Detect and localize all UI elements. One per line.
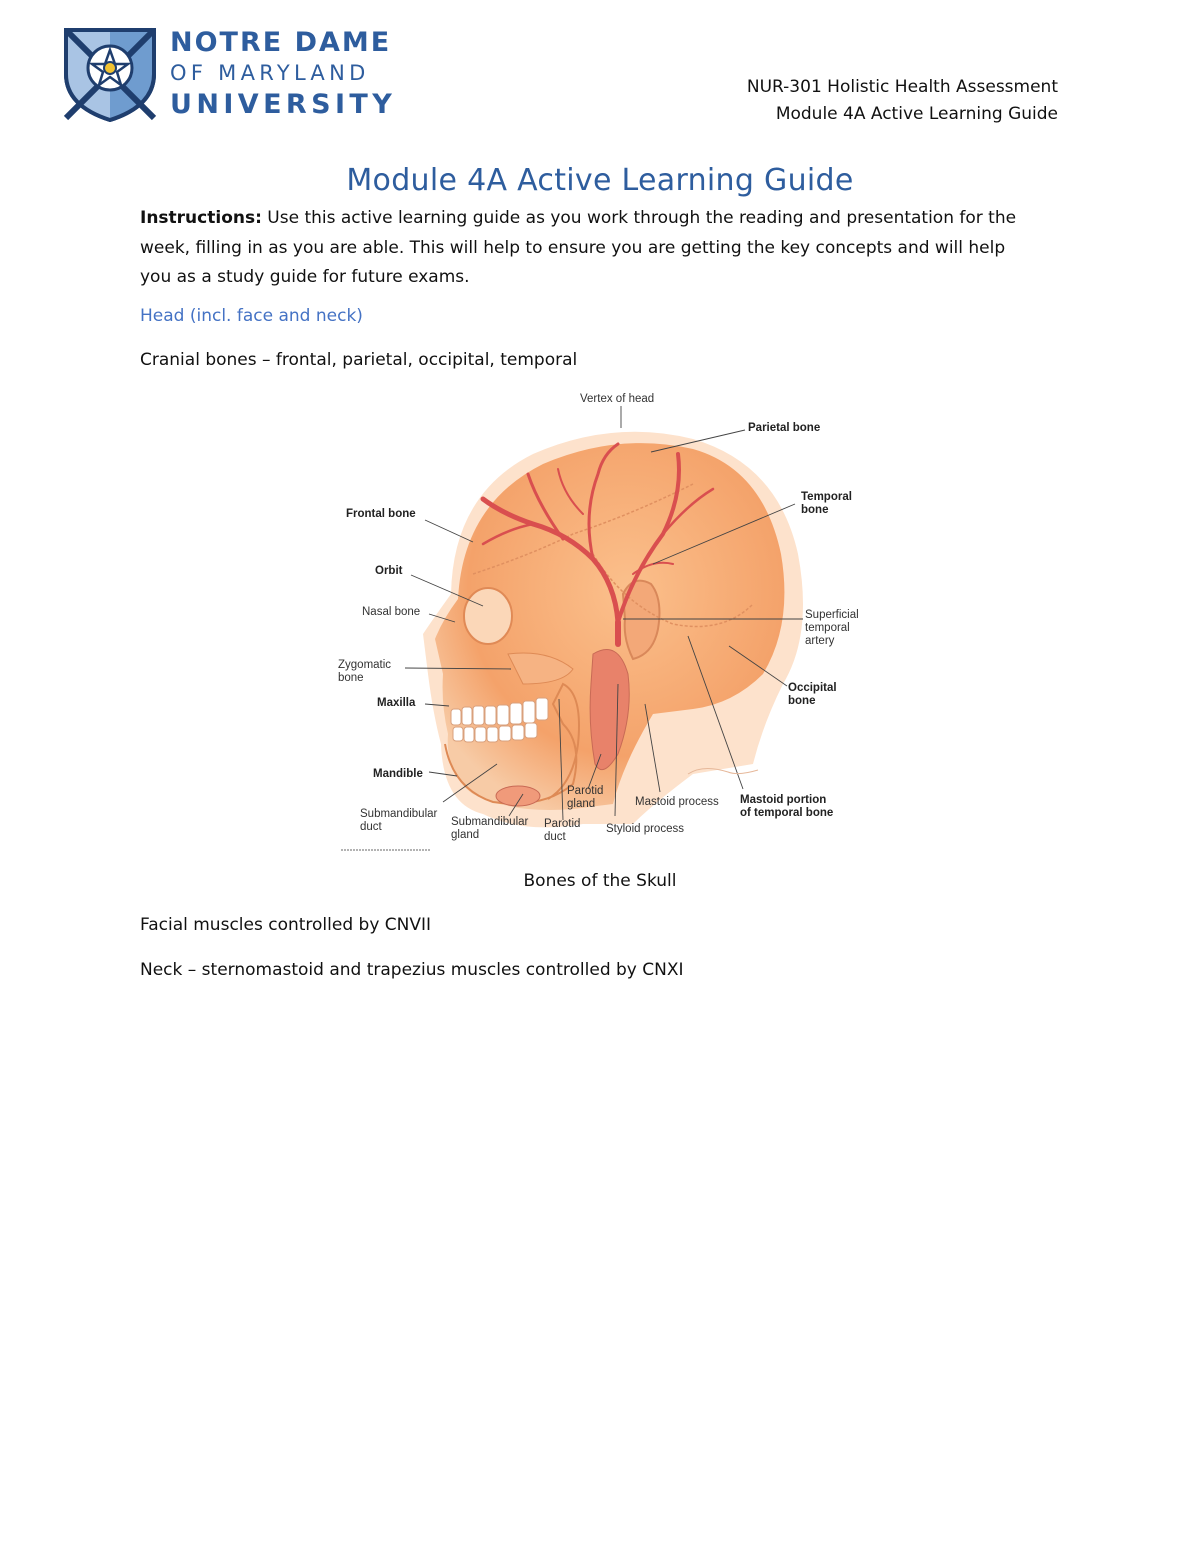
label-frontal-bone: Frontal bone: [346, 508, 416, 520]
label-mastoid-portion: Mastoid portion of temporal bone: [740, 794, 833, 820]
page-title: Module 4A Active Learning Guide: [346, 163, 854, 198]
label-submandibular-gland-line2: gland: [451, 829, 480, 841]
shield-icon: [63, 27, 157, 122]
label-styloid-process: Styloid process: [606, 823, 684, 835]
label-parotid-gland-line2: gland: [567, 798, 596, 810]
logo-line-2: OF MARYLAND: [170, 61, 370, 85]
label-parotid-duct-line1: Parotid: [544, 818, 581, 830]
module-name: Module 4A Active Learning Guide: [775, 104, 1058, 124]
label-superficial-line2: temporal: [805, 622, 850, 634]
label-mastoid-process: Mastoid process: [635, 796, 719, 808]
university-logo: NOTRE DAME OF MARYLAND UNIVERSITY: [62, 24, 392, 124]
facial-muscles-line: Facial muscles controlled by CNVII: [140, 915, 432, 935]
label-submandibular-gland: Submandibular gland: [451, 816, 528, 842]
label-occipital-bone: Occipital bone: [788, 682, 837, 708]
label-parotid-duct-line2: duct: [544, 831, 566, 843]
label-temporal-line1: Temporal: [801, 491, 852, 503]
instructions-label: Instructions:: [140, 208, 262, 228]
university-wordmark: NOTRE DAME OF MARYLAND UNIVERSITY: [170, 28, 396, 122]
figure-caption: Bones of the Skull: [523, 871, 677, 891]
label-submandibular-duct-line1: Submandibular: [360, 808, 438, 820]
label-submandibular-duct-line2: duct: [360, 821, 382, 833]
label-superficial-line1: Superficial: [805, 609, 859, 621]
label-submandibular-gland-line1: Submandibular: [451, 816, 529, 828]
label-parotid-gland-line1: Parotid: [567, 785, 604, 797]
label-mastoid-portion-line2: of temporal bone: [740, 807, 834, 819]
label-zygomatic-line2: bone: [338, 672, 364, 684]
label-occipital-line1: Occipital: [788, 682, 837, 694]
label-occipital-line2: bone: [788, 695, 816, 707]
section-heading: Head (incl. face and neck): [140, 306, 363, 326]
label-zygomatic-line1: Zygomatic: [338, 659, 392, 671]
label-zygomatic-bone: Zygomatic bone: [338, 659, 391, 685]
label-nasal-bone: Nasal bone: [362, 606, 421, 618]
label-superficial-temporal-artery: Superficial temporal artery: [805, 609, 859, 648]
label-parotid-gland: Parotid gland: [567, 785, 603, 811]
skull-illustration: [341, 406, 803, 851]
instructions-text: Use this active learning guide as you wo…: [140, 208, 1017, 287]
label-orbit: Orbit: [375, 565, 403, 577]
label-temporal-line2: bone: [801, 504, 829, 516]
skull-figure: Vertex of head Parietal bone Temporal bo…: [333, 384, 873, 856]
label-parotid-duct: Parotid duct: [544, 818, 580, 844]
label-submandibular-duct: Submandibular duct: [360, 808, 437, 834]
label-mastoid-portion-line1: Mastoid portion: [740, 794, 827, 806]
label-temporal-bone: Temporal bone: [801, 491, 852, 517]
label-maxilla: Maxilla: [377, 697, 416, 709]
cranial-bones-line: Cranial bones – frontal, parietal, occip…: [140, 350, 578, 370]
label-parietal-bone: Parietal bone: [748, 422, 821, 434]
label-superficial-line3: artery: [805, 635, 835, 647]
course-name: NUR-301 Holistic Health Assessment: [746, 77, 1058, 97]
instructions-paragraph: Instructions: Use this active learning g…: [140, 204, 1040, 293]
label-mandible: Mandible: [373, 768, 423, 780]
logo-line-1: NOTRE DAME: [170, 27, 392, 58]
logo-line-3: UNIVERSITY: [170, 89, 397, 120]
neck-muscles-line: Neck – sternomastoid and trapezius muscl…: [140, 960, 684, 980]
label-vertex: Vertex of head: [580, 393, 655, 405]
running-header: NUR-301 Holistic Health Assessment Modul…: [747, 74, 1058, 128]
